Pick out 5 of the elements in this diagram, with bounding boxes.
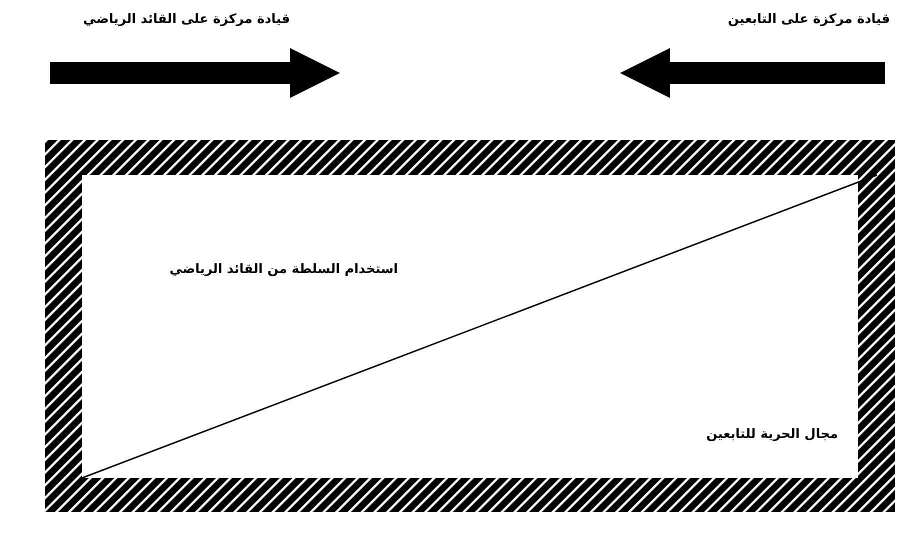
region-label: مجال الحرية للتابعين	[704, 427, 840, 443]
heading-label: قيادة مركزة على التابعين	[726, 12, 892, 28]
hatched-box	[45, 140, 895, 512]
heading-label: قيادة مركزة على القائد الرياضي	[81, 12, 292, 28]
region-label: استخدام السلطة من القائد الرياضي	[167, 262, 400, 278]
